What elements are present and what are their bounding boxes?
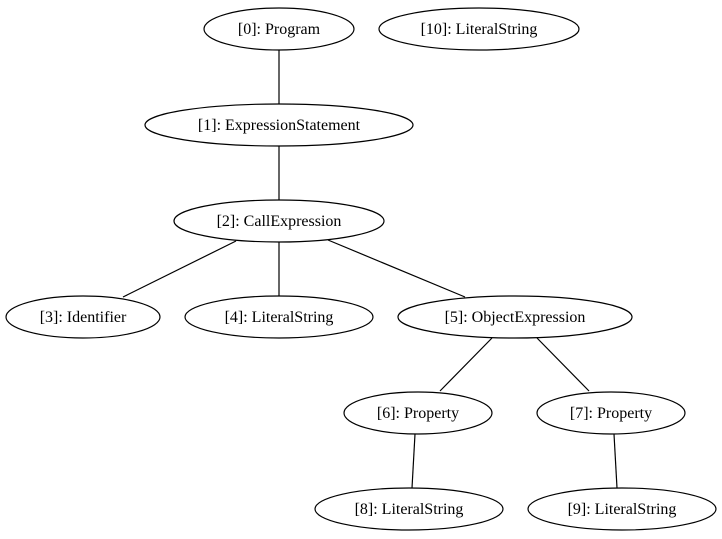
node-ellipse <box>184 295 374 339</box>
node-label: [0]: Program <box>238 21 321 38</box>
edge-6-to-8 <box>411 433 416 489</box>
node-label: [7]: Property <box>570 405 652 422</box>
node-label: [4]: LiteralString <box>225 309 334 326</box>
tree-node-7: [7]: Property <box>536 391 686 435</box>
edge-5-to-6 <box>439 337 493 392</box>
node-label: [6]: Property <box>377 405 459 422</box>
tree-node-2: [2]: CallExpression <box>173 199 385 243</box>
node-ellipse <box>378 7 580 51</box>
node-ellipse <box>314 487 504 531</box>
node-label: [8]: LiteralString <box>355 501 464 518</box>
tree-node-4: [4]: LiteralString <box>184 295 374 339</box>
node-label: [5]: ObjectExpression <box>445 309 586 326</box>
node-ellipse <box>5 295 161 339</box>
node-label: [9]: LiteralString <box>568 501 677 518</box>
node-ellipse <box>343 391 493 435</box>
tree-node-3: [3]: Identifier <box>5 295 161 339</box>
node-ellipse <box>527 487 717 531</box>
node-ellipse <box>173 199 385 243</box>
node-ellipse <box>203 7 355 51</box>
edge-2-to-5 <box>327 239 466 298</box>
tree-node-6: [6]: Property <box>343 391 493 435</box>
tree-node-8: [8]: LiteralString <box>314 487 504 531</box>
tree-node-5: [5]: ObjectExpression <box>397 295 633 339</box>
node-label: [2]: CallExpression <box>217 213 342 230</box>
edge-5-to-7 <box>536 337 590 392</box>
edge-2-to-3 <box>122 240 237 298</box>
tree-node-1: [1]: ExpressionStatement <box>144 103 414 147</box>
node-ellipse <box>397 295 633 339</box>
node-ellipse <box>536 391 686 435</box>
edges-layer <box>122 50 618 489</box>
tree-node-9: [9]: LiteralString <box>527 487 717 531</box>
node-label: [10]: LiteralString <box>421 21 538 38</box>
node-ellipse <box>144 103 414 147</box>
node-label: [3]: Identifier <box>40 309 127 326</box>
edge-7-to-9 <box>613 433 618 489</box>
node-label: [1]: ExpressionStatement <box>198 117 361 134</box>
tree-node-0: [0]: Program <box>203 7 355 51</box>
nodes-layer: [0]: Program [1]: ExpressionStatement [2]:… <box>5 7 717 531</box>
tree-node-10: [10]: LiteralString <box>378 7 580 51</box>
